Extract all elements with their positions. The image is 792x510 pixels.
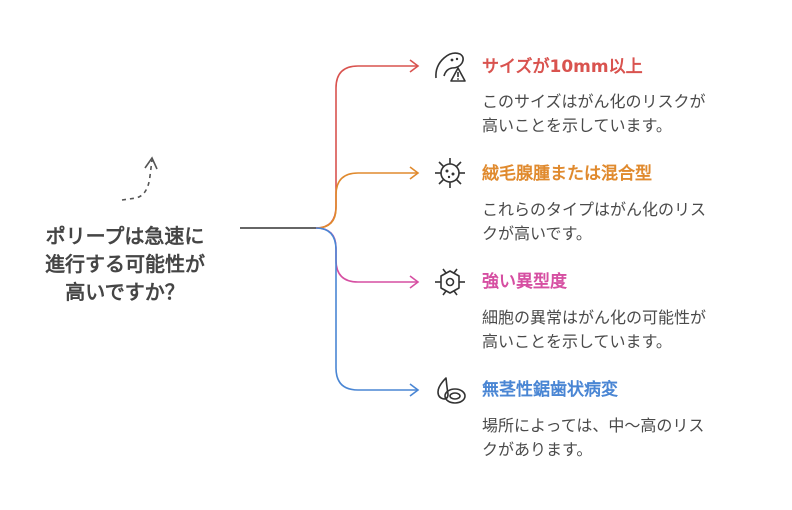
branch-2-arrow: [409, 166, 420, 180]
branch-4-arrow: [409, 383, 420, 397]
branch-3: [315, 227, 418, 283]
item-title-sessile: 無茎性鋸歯状病変: [482, 380, 618, 400]
center-line-1: ポリープは急速に: [45, 224, 205, 248]
hexagon-cell-icon: [435, 268, 465, 296]
desc-line: 高いことを示しています。: [482, 116, 672, 135]
item-desc-size: このサイズはがん化のリスクが 高いことを示しています。: [482, 90, 772, 138]
item-desc-dysplasia: 細胞の異常はがん化の可能性が 高いことを示しています。: [482, 306, 772, 354]
desc-line: このサイズはがん化のリスクが: [482, 92, 706, 111]
lesion-icon: [437, 377, 466, 404]
desc-line: 高いことを示しています。: [482, 332, 672, 351]
branch-1-arrow: [409, 59, 420, 73]
desc-line: これらのタイプはがん化のリス: [482, 200, 707, 219]
polyp-warning-icon: [435, 52, 466, 82]
desc-line: 場所によっては、中〜高のリス: [482, 416, 705, 435]
branch-4: [315, 227, 418, 391]
branch-1: [315, 65, 418, 229]
item-desc-villous: これらのタイプはがん化のリス クが高いです。: [482, 198, 772, 246]
desc-line: クがあります。: [482, 440, 593, 459]
dashed-arrow-head: [144, 156, 158, 170]
center-line-3: 高いですか？: [65, 280, 185, 304]
cell-virus-icon: [435, 158, 465, 188]
center-question: ポリープは急速に 進行する可能性が 高いですか？: [14, 222, 236, 306]
item-title-villous: 絨毛腺腫または混合型: [482, 164, 652, 184]
dashed-arrow-icon: [121, 159, 153, 201]
desc-line: 細胞の異常はがん化の可能性が: [482, 308, 707, 327]
branch-2: [315, 172, 418, 229]
branch-3-arrow: [409, 275, 420, 289]
item-title-size: サイズが10mm以上: [482, 57, 643, 77]
item-desc-sessile: 場所によっては、中〜高のリス クがあります。: [482, 414, 772, 462]
item-title-dysplasia: 強い異型度: [482, 272, 567, 292]
center-line-2: 進行する可能性が: [45, 252, 205, 276]
desc-line: クが高いです。: [482, 224, 592, 243]
